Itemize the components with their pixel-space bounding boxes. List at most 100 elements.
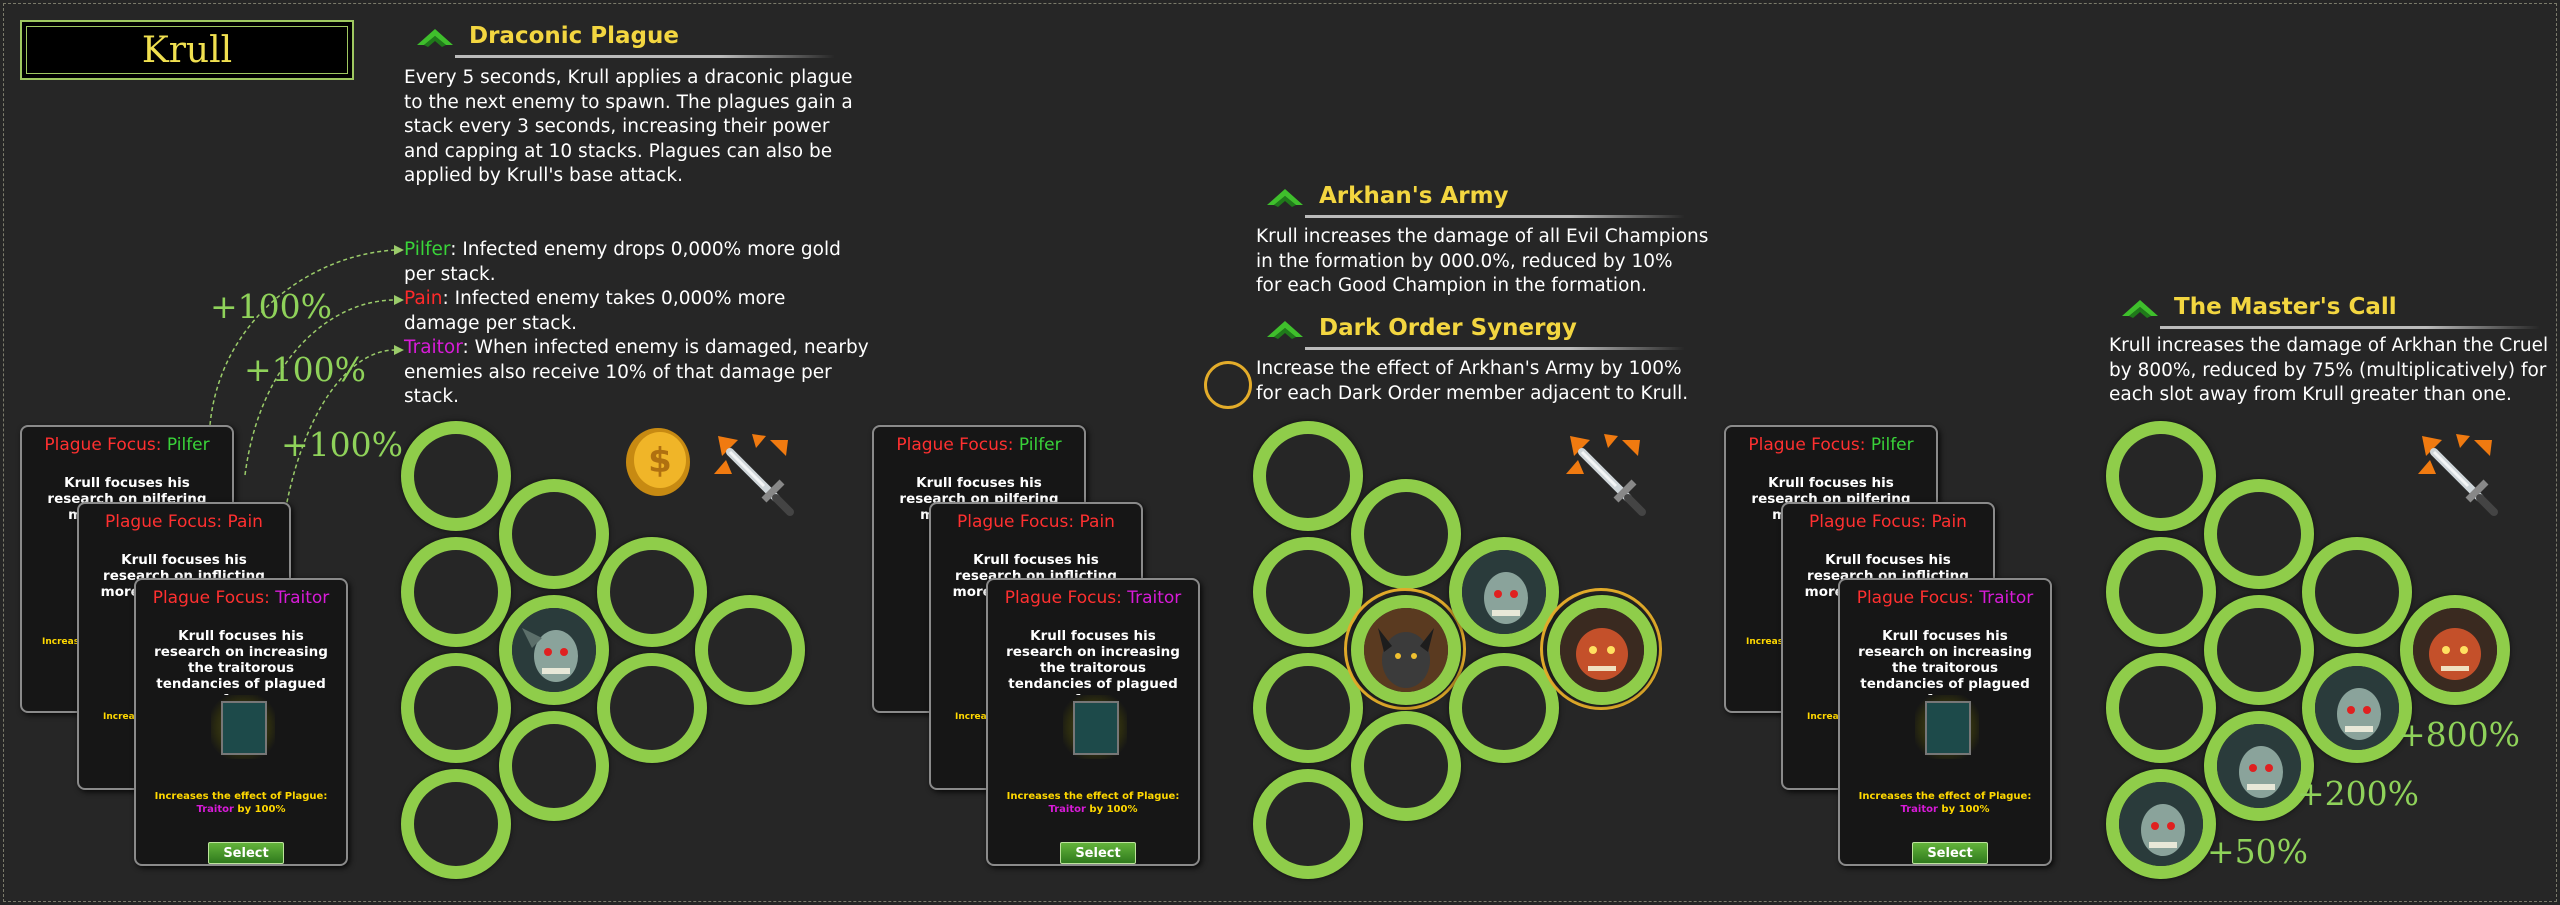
- dark-order-synergy-desc: Increase the effect of Arkhan's Army by …: [1256, 358, 1689, 404]
- card-effect: Increases the effect of Plague:Traitor b…: [1006, 791, 1180, 815]
- masters-call-desc: Krull increases the damage of Arkhan the…: [2109, 335, 2549, 405]
- formation-slot[interactable]: [2106, 653, 2216, 763]
- krull-portrait-icon: [2217, 724, 2301, 808]
- header-underline: [455, 55, 835, 58]
- adjacent-highlight: [1344, 588, 1466, 710]
- card-traitor[interactable]: Plague Focus: Traitor Krull focuses his …: [986, 578, 1200, 866]
- formation-slot[interactable]: [1253, 653, 1363, 763]
- formation-slot[interactable]: [401, 421, 511, 531]
- draconic-plague-desc: Every 5 seconds, Krull applies a draconi…: [404, 67, 853, 186]
- arkhans-army-header: Arkhan's Army: [1265, 174, 1685, 218]
- card-title: Plague Focus: Pilfer: [1748, 435, 1914, 455]
- card-effect-stub: Increa: [103, 712, 135, 722]
- card-effect: Increases the effect of Plague:Traitor b…: [154, 791, 328, 815]
- card-desc: Krull focuses his research on increasing…: [1858, 628, 2032, 708]
- plague-effect-pain: Pain: Infected enemy takes 0,000% more d…: [404, 288, 786, 334]
- formation-slot[interactable]: [597, 537, 707, 647]
- krull-portrait-icon: [2119, 782, 2203, 866]
- formation-slot[interactable]: [1253, 421, 1363, 531]
- krull-portrait-icon: [1462, 550, 1546, 634]
- card-title: Plague Focus: Pain: [105, 512, 263, 532]
- screen-frame: [3, 3, 2557, 902]
- krull-portrait-icon: [512, 608, 596, 692]
- sword-icon: [2418, 434, 2498, 516]
- sword-icon: [1566, 434, 1646, 516]
- card-title: Plague Focus: Pilfer: [896, 435, 1062, 455]
- formation-slot[interactable]: [401, 653, 511, 763]
- bonus-pain: +100%: [244, 350, 366, 389]
- formation-slot[interactable]: [2106, 421, 2216, 531]
- bonus-traitor: +100%: [281, 425, 403, 464]
- champion-name: Krull: [26, 26, 348, 74]
- card-title: Plague Focus: Traitor: [1004, 588, 1182, 608]
- svg-text:$: $: [648, 441, 672, 481]
- arkhans-army-desc: Krull increases the damage of all Evil C…: [1256, 226, 1709, 296]
- krull-portrait-icon: [1915, 695, 1979, 759]
- sword-icon: [714, 434, 794, 516]
- card-effect-stub: Increas: [1746, 637, 1784, 647]
- krull-portrait-icon: [1063, 695, 1127, 759]
- effect-connector-arrows: [209, 245, 404, 531]
- header-underline: [2160, 326, 2540, 329]
- card-traitor[interactable]: Plague Focus: Traitor Krull focuses his …: [134, 578, 348, 866]
- bonus-pilfer: +100%: [210, 287, 332, 326]
- krull-portrait-icon: [2315, 666, 2399, 750]
- chevron-up-icon: [2122, 300, 2158, 318]
- formation-slot[interactable]: [401, 537, 511, 647]
- gold-coin-icon: $: [626, 428, 690, 496]
- formation-slot[interactable]: [499, 711, 609, 821]
- formation-slot[interactable]: [1351, 479, 1461, 589]
- card-title: Plague Focus: Traitor: [1856, 588, 2034, 608]
- plague-effect-traitor: Traitor: When infected enemy is damaged,…: [404, 337, 869, 407]
- select-button[interactable]: Select: [1912, 842, 1988, 864]
- krull-portrait-icon: [211, 695, 275, 759]
- formation-slot[interactable]: [597, 653, 707, 763]
- bonus-800: +800%: [2398, 715, 2520, 754]
- select-button[interactable]: Select: [1060, 842, 1136, 864]
- card-effect-stub: Increa: [955, 712, 987, 722]
- arkhan-portrait-icon: [2413, 608, 2497, 692]
- formation-slot-arkhan[interactable]: [2400, 595, 2510, 705]
- card-title: Plague Focus: Traitor: [152, 588, 330, 608]
- champion-name-box: Krull: [20, 20, 354, 80]
- formation-slot-krull[interactable]: [2106, 769, 2216, 879]
- formation-slot[interactable]: [401, 769, 511, 879]
- formation-slot[interactable]: [499, 479, 609, 589]
- formation-slot[interactable]: [2106, 537, 2216, 647]
- select-button[interactable]: Select: [208, 842, 284, 864]
- synergy-highlight-marker: [1204, 361, 1252, 409]
- formation-slot[interactable]: [2204, 479, 2314, 589]
- formation-slot-krull[interactable]: [2302, 653, 2412, 763]
- arkhans-army-title: Arkhan's Army: [1319, 183, 1509, 209]
- dark-order-synergy-header: Dark Order Synergy: [1265, 306, 1685, 350]
- formation-slot-dark-order[interactable]: [1351, 595, 1461, 705]
- masters-call-title: The Master's Call: [2174, 294, 2397, 320]
- card-traitor[interactable]: Plague Focus: Traitor Krull focuses his …: [1838, 578, 2052, 866]
- chevron-up-icon: [1267, 189, 1303, 207]
- formation-slot[interactable]: [1253, 769, 1363, 879]
- header-underline: [1305, 215, 1685, 218]
- bonus-200: +200%: [2297, 774, 2419, 813]
- arkhan-portrait-icon: [1560, 608, 1644, 692]
- adjacent-highlight: [1540, 588, 1662, 710]
- draconic-plague-title: Draconic Plague: [469, 23, 679, 49]
- formation-slot[interactable]: [1449, 653, 1559, 763]
- card-desc: Krull focuses his research on increasing…: [1006, 628, 1180, 708]
- formation-slot-krull[interactable]: [499, 595, 609, 705]
- card-effect-stub: Increa: [1807, 712, 1839, 722]
- draconic-plague-header: Draconic Plague: [415, 14, 835, 58]
- card-title: Plague Focus: Pain: [1809, 512, 1967, 532]
- bonus-50: +50%: [2207, 832, 2308, 871]
- card-title: Plague Focus: Pain: [957, 512, 1115, 532]
- dark-order-synergy-title: Dark Order Synergy: [1319, 315, 1577, 341]
- formation-slot[interactable]: [2204, 595, 2314, 705]
- header-underline: [1305, 347, 1685, 350]
- plague-effect-pilfer: Pilfer: Infected enemy drops 0,000% more…: [404, 239, 841, 285]
- card-effect-stub: Increas: [42, 637, 80, 647]
- formation-slot-dark-order[interactable]: [1547, 595, 1657, 705]
- card-effect: Increases the effect of Plague:Traitor b…: [1858, 791, 2032, 815]
- formation-slot[interactable]: [2302, 537, 2412, 647]
- chevron-up-icon: [417, 29, 453, 47]
- formation-slot[interactable]: [695, 595, 805, 705]
- formation-slot[interactable]: [1351, 711, 1461, 821]
